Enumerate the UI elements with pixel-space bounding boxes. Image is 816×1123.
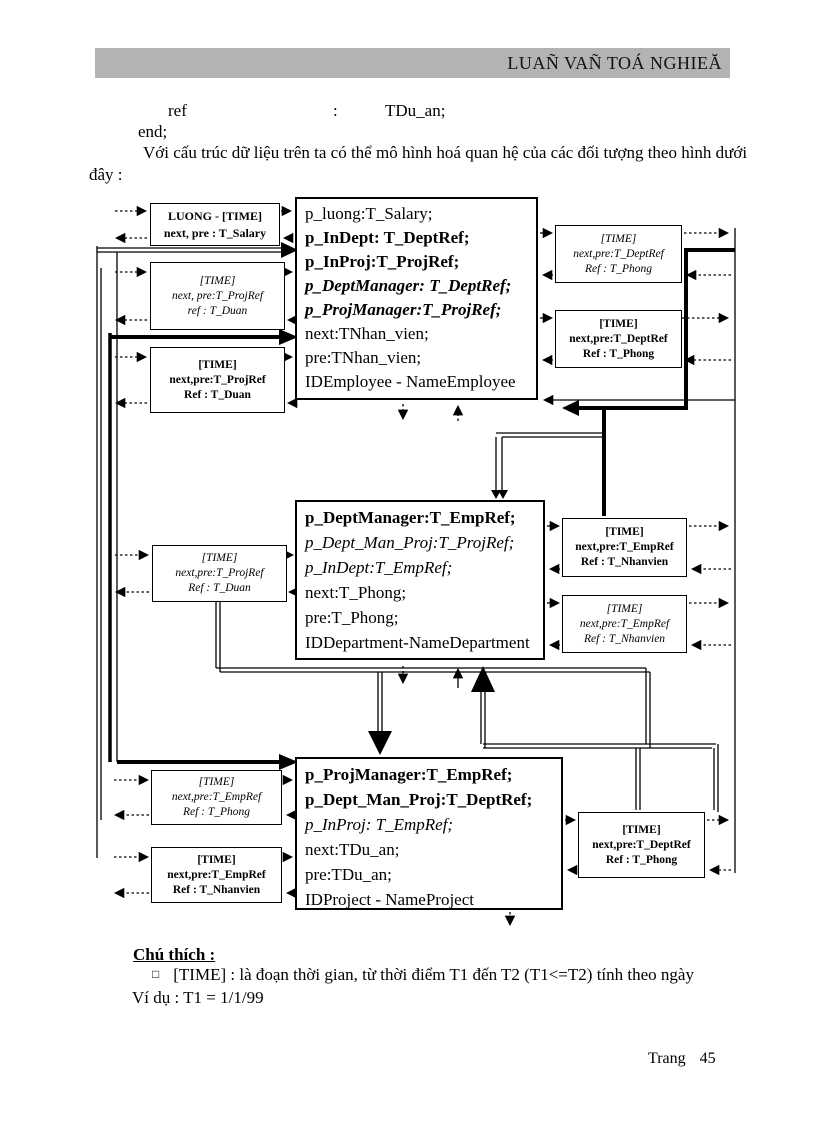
- paragraph-line-1: Với cấu trúc dữ liệu trên ta có thể mô h…: [143, 143, 748, 162]
- header-title: LUAÑ VAÑ TOÁ NGHIEĂ: [507, 52, 722, 73]
- time-box-line: next,pre:T_DeptRef: [592, 838, 691, 851]
- field-line: IDDepartment-NameDepartment: [305, 633, 530, 652]
- field-line: next:TNhan_vien;: [305, 324, 429, 343]
- time-box-line: Ref : T_Nhanvien: [172, 883, 261, 896]
- code-ref-colon: :: [333, 101, 338, 120]
- time-box-line: Ref : T_Phong: [582, 347, 655, 360]
- field-line: next:T_Phong;: [305, 583, 407, 602]
- page-number: 45: [699, 1050, 716, 1067]
- time-box-deptref-bold-bottom: [TIME] next,pre:T_DeptRef Ref : T_Phong: [578, 812, 705, 878]
- time-box-line: [TIME]: [199, 274, 236, 287]
- time-box-deptref-italic-top: [TIME] next,pre:T_DeptRef Ref : T_Phong: [555, 225, 682, 283]
- time-box-line: LUONG - [TIME]: [168, 208, 262, 223]
- time-box-salary: LUONG - [TIME] next, pre : T_Salary: [150, 203, 280, 246]
- time-box-line: next,pre:T_DeptRef: [573, 247, 664, 260]
- legend-item: □ [TIME] : là đoạn thời gian, từ thời điể…: [152, 965, 694, 985]
- field-line: IDProject - NameProject: [305, 890, 474, 909]
- time-box-empref-bold-bottom: [TIME] next,pre:T_EmpRef Ref : T_Nhanvie…: [151, 847, 282, 903]
- time-box-line: next,pre:T_DeptRef: [569, 332, 668, 345]
- time-box-line: [TIME]: [600, 232, 637, 245]
- field-line: IDEmployee - NameEmployee: [305, 372, 516, 391]
- field-line: p_ProjManager:T_ProjRef;: [305, 300, 502, 319]
- paragraph-line-2: đây :: [89, 165, 123, 184]
- project-record-box: p_ProjManager:T_EmpRef; p_Dept_Man_Proj:…: [295, 757, 563, 910]
- field-line: p_InDept:T_EmpRef;: [305, 558, 453, 577]
- time-box-line: [TIME]: [197, 853, 236, 866]
- time-box-empref-bold-mid: [TIME] next,pre:T_EmpRef Ref : T_Nhanvie…: [562, 518, 687, 577]
- square-bullet-icon: □: [152, 967, 160, 981]
- time-box-line: Ref : T_Duan: [184, 388, 251, 401]
- field-line: p_InProj: T_EmpRef;: [305, 815, 454, 834]
- time-box-projref-italic-mid: [TIME] next,pre:T_ProjRef Ref : T_Duan: [152, 545, 287, 602]
- time-box-line: next,pre:T_ProjRef: [175, 567, 264, 579]
- time-box-deptref-bold-top: [TIME] next,pre:T_DeptRef Ref : T_Phong: [555, 310, 682, 368]
- time-box-line: Ref : T_Phong: [605, 853, 678, 866]
- code-end-line: end;: [138, 122, 168, 141]
- time-box-line: Ref : T_Phong: [182, 806, 251, 818]
- time-box-line: ref : T_Duan: [187, 304, 248, 317]
- time-box-projref-italic: [TIME] next, pre:T_ProjRef ref : T_Duan: [150, 262, 285, 330]
- time-box-line: next,pre:T_EmpRef: [575, 541, 674, 553]
- time-box-line: Ref : T_Duan: [188, 582, 251, 594]
- field-line: next:TDu_an;: [305, 840, 400, 859]
- time-box-line: next,pre:T_EmpRef: [171, 791, 262, 803]
- time-box-line: next, pre:T_ProjRef: [171, 289, 264, 302]
- time-box-line: [TIME]: [599, 317, 638, 330]
- field-line: p_DeptManager: T_DeptRef;: [305, 276, 512, 295]
- code-ref-label: ref: [168, 101, 187, 120]
- employee-record-box: p_luong:T_Salary; p_InDept: T_DeptRef; p…: [295, 197, 538, 400]
- page-footer: Trang 45: [648, 1050, 716, 1068]
- time-box-projref-bold: [TIME] next,pre:T_ProjRef Ref : T_Duan: [150, 347, 285, 413]
- field-line: p_DeptManager:T_EmpRef;: [305, 508, 516, 527]
- time-box-empref-italic-mid: [TIME] next,pre:T_EmpRef Ref : T_Nhanvie…: [562, 595, 687, 653]
- legend-item-text: [TIME] : là đoạn thời gian, từ thời điểm…: [173, 965, 694, 984]
- field-line: p_Dept_Man_Proj:T_DeptRef;: [305, 790, 533, 809]
- field-line: p_luong:T_Salary;: [305, 204, 433, 223]
- time-box-line: next,pre:T_ProjRef: [169, 373, 266, 386]
- field-line: p_ProjManager:T_EmpRef;: [305, 765, 513, 784]
- field-line: pre:T_Phong;: [305, 608, 399, 627]
- page-header-bar: LUAÑ VAÑ TOÁ NGHIEĂ: [95, 48, 730, 78]
- legend-heading: Chú thích :: [133, 945, 216, 964]
- field-line: p_Dept_Man_Proj:T_ProjRef;: [305, 533, 515, 552]
- time-box-line: next,pre:T_EmpRef: [167, 868, 266, 881]
- left-bus-lines: [96, 246, 118, 858]
- time-box-line: Ref : T_Nhanvien: [583, 632, 666, 645]
- field-line: p_InProj:T_ProjRef;: [305, 252, 460, 271]
- time-box-line: [TIME]: [606, 602, 643, 615]
- time-box-line: [TIME]: [622, 823, 661, 836]
- field-line: p_InDept: T_DeptRef;: [305, 228, 470, 247]
- time-box-empref-italic-bottom: [TIME] next,pre:T_EmpRef Ref : T_Phong: [151, 770, 282, 825]
- time-box-line: [TIME]: [198, 358, 237, 371]
- field-line: pre:TNhan_vien;: [305, 348, 422, 367]
- time-box-line: [TIME]: [605, 526, 644, 538]
- thick-right-elbow: [602, 248, 735, 516]
- time-box-line: [TIME]: [201, 552, 238, 564]
- code-ref-value: TDu_an;: [385, 101, 446, 120]
- time-box-line: [TIME]: [198, 776, 235, 788]
- department-record-box: p_DeptManager:T_EmpRef; p_Dept_Man_Proj:…: [295, 500, 545, 660]
- time-box-line: Ref : T_Phong: [584, 262, 653, 275]
- time-box-line: next,pre:T_EmpRef: [579, 617, 670, 630]
- field-line: pre:TDu_an;: [305, 865, 392, 884]
- page-label: Trang: [648, 1050, 686, 1067]
- time-box-line: Ref : T_Nhanvien: [580, 556, 669, 568]
- legend-example: Ví dụ : T1 = 1/1/99: [132, 988, 264, 1007]
- time-box-line: next, pre : T_Salary: [163, 225, 267, 240]
